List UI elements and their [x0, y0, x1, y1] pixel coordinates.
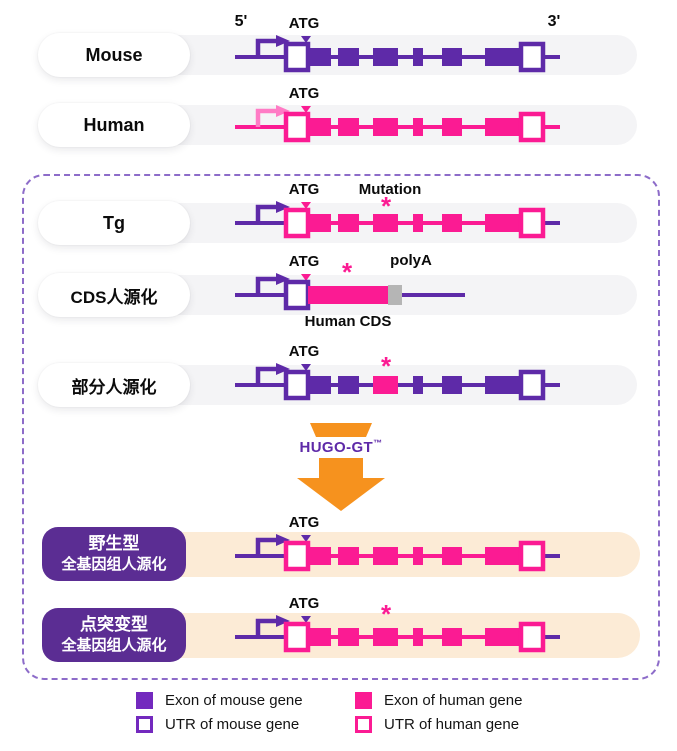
promoter-arrow-icon [255, 204, 276, 223]
utr-mouse-swatch-icon [136, 716, 153, 733]
partial-mutation-asterisk-icon: * [380, 351, 392, 381]
legend-label: Exon of mouse gene [165, 692, 303, 709]
cds-mutation-asterisk-icon: * [341, 257, 353, 287]
legend-label: UTR of human gene [384, 716, 520, 733]
tg-atg-label: ATG [288, 181, 320, 198]
pointmut-mutation-asterisk-icon: * [380, 599, 392, 629]
exon-human-swatch-icon [355, 692, 372, 709]
mouse-row-label-pill: Mouse [38, 33, 190, 77]
strategies-dashed-box [22, 174, 660, 680]
tg-gene-diagram [235, 201, 560, 239]
mouse-row-label: Mouse [85, 44, 143, 65]
exons [308, 376, 521, 394]
promoter-arrow-icon [255, 618, 276, 637]
exon-mouse-swatch-icon [136, 692, 153, 709]
utr-3-box [518, 207, 546, 239]
promoter-arrow-icon [255, 537, 276, 556]
utr-5-box [283, 540, 311, 572]
partial-row-label-pill: 部分人源化 [38, 363, 190, 407]
cds-row-label: CDS人源化 [70, 287, 158, 307]
pointmut-atg-label: ATG [288, 595, 320, 612]
utr-5-box [283, 111, 311, 143]
partial-atg-marker-icon [301, 364, 311, 371]
tg-atg-marker-icon [301, 202, 311, 209]
polya-box [388, 285, 402, 305]
legend-item-utr-mouse: UTR of mouse gene [136, 716, 299, 733]
tg-mutation-label: Mutation [358, 181, 422, 198]
human-row-label: Human [83, 114, 145, 135]
human-cds-box [308, 286, 388, 304]
utr-3-box [518, 41, 546, 73]
wildtype-gene-diagram [235, 534, 560, 572]
promoter-arrow-icon [255, 108, 276, 127]
cds-gene-diagram [235, 273, 465, 311]
legend-label: Exon of human gene [384, 692, 523, 709]
pointmut-badge-line1: 点突变型 [80, 615, 148, 635]
wildtype-badge: 野生型 全基因组人源化 [42, 527, 186, 581]
legend-item-exon-mouse: Exon of mouse gene [136, 692, 303, 709]
human-cds-caption: Human CDS [304, 313, 392, 330]
partial-atg-label: ATG [288, 343, 320, 360]
promoter-arrow-icon [255, 276, 276, 295]
utr-5-box [283, 207, 311, 239]
utr-5-box [283, 621, 311, 653]
humanized-exon-box [373, 376, 398, 394]
cds-atg-marker-icon [301, 274, 311, 281]
pointmut-gene-diagram [235, 615, 560, 653]
legend-item-exon-human: Exon of human gene [355, 692, 522, 709]
mouse-atg-label: ATG [288, 15, 320, 32]
exons [308, 628, 521, 646]
utr-3-box [518, 111, 546, 143]
exons [308, 547, 521, 565]
hugo-gt-label: HUGO-GT™ [299, 438, 383, 456]
human-gene-diagram [235, 105, 560, 143]
hugo-gt-arrow-icon [297, 423, 385, 511]
partial-row-label: 部分人源化 [71, 377, 157, 397]
cds-atg-label: ATG [288, 253, 320, 270]
utr-5-box [283, 279, 311, 311]
utr-3-box [518, 621, 546, 653]
wildtype-atg-label: ATG [288, 514, 320, 531]
tg-row-label: Tg [103, 212, 125, 233]
cds-polya-label: polyA [390, 252, 432, 269]
utr-5-box [283, 369, 311, 401]
utr-5-box [283, 41, 311, 73]
wildtype-atg-marker-icon [301, 535, 311, 542]
cds-row-label-pill: CDS人源化 [38, 273, 190, 317]
legend-label: UTR of mouse gene [165, 716, 300, 733]
pointmut-badge-line2: 全基因组人源化 [61, 637, 167, 655]
partial-gene-diagram [235, 363, 560, 401]
wildtype-badge-line1: 野生型 [88, 534, 140, 554]
five-prime-label: 5' [234, 13, 248, 30]
promoter-arrow-icon [255, 366, 276, 385]
utr-human-swatch-icon [355, 716, 372, 733]
three-prime-label: 3' [547, 13, 561, 30]
utr-3-box [518, 540, 546, 572]
utr-3-box [518, 369, 546, 401]
trademark-symbol: ™ [373, 438, 383, 448]
human-row-label-pill: Human [38, 103, 190, 147]
legend-item-utr-human: UTR of human gene [355, 716, 519, 733]
exons [308, 118, 521, 136]
human-atg-label: ATG [288, 85, 320, 102]
human-atg-marker-icon [301, 106, 311, 113]
mouse-gene-diagram [235, 35, 560, 73]
pointmut-badge: 点突变型 全基因组人源化 [42, 608, 186, 662]
wildtype-badge-line2: 全基因组人源化 [61, 556, 167, 574]
mouse-atg-marker-icon [301, 36, 311, 43]
promoter-arrow-icon [255, 38, 276, 57]
tg-row-label-pill: Tg [38, 201, 190, 245]
exons [308, 214, 521, 232]
tg-mutation-asterisk-icon: * [380, 191, 392, 221]
exons [308, 48, 521, 66]
pointmut-atg-marker-icon [301, 616, 311, 623]
